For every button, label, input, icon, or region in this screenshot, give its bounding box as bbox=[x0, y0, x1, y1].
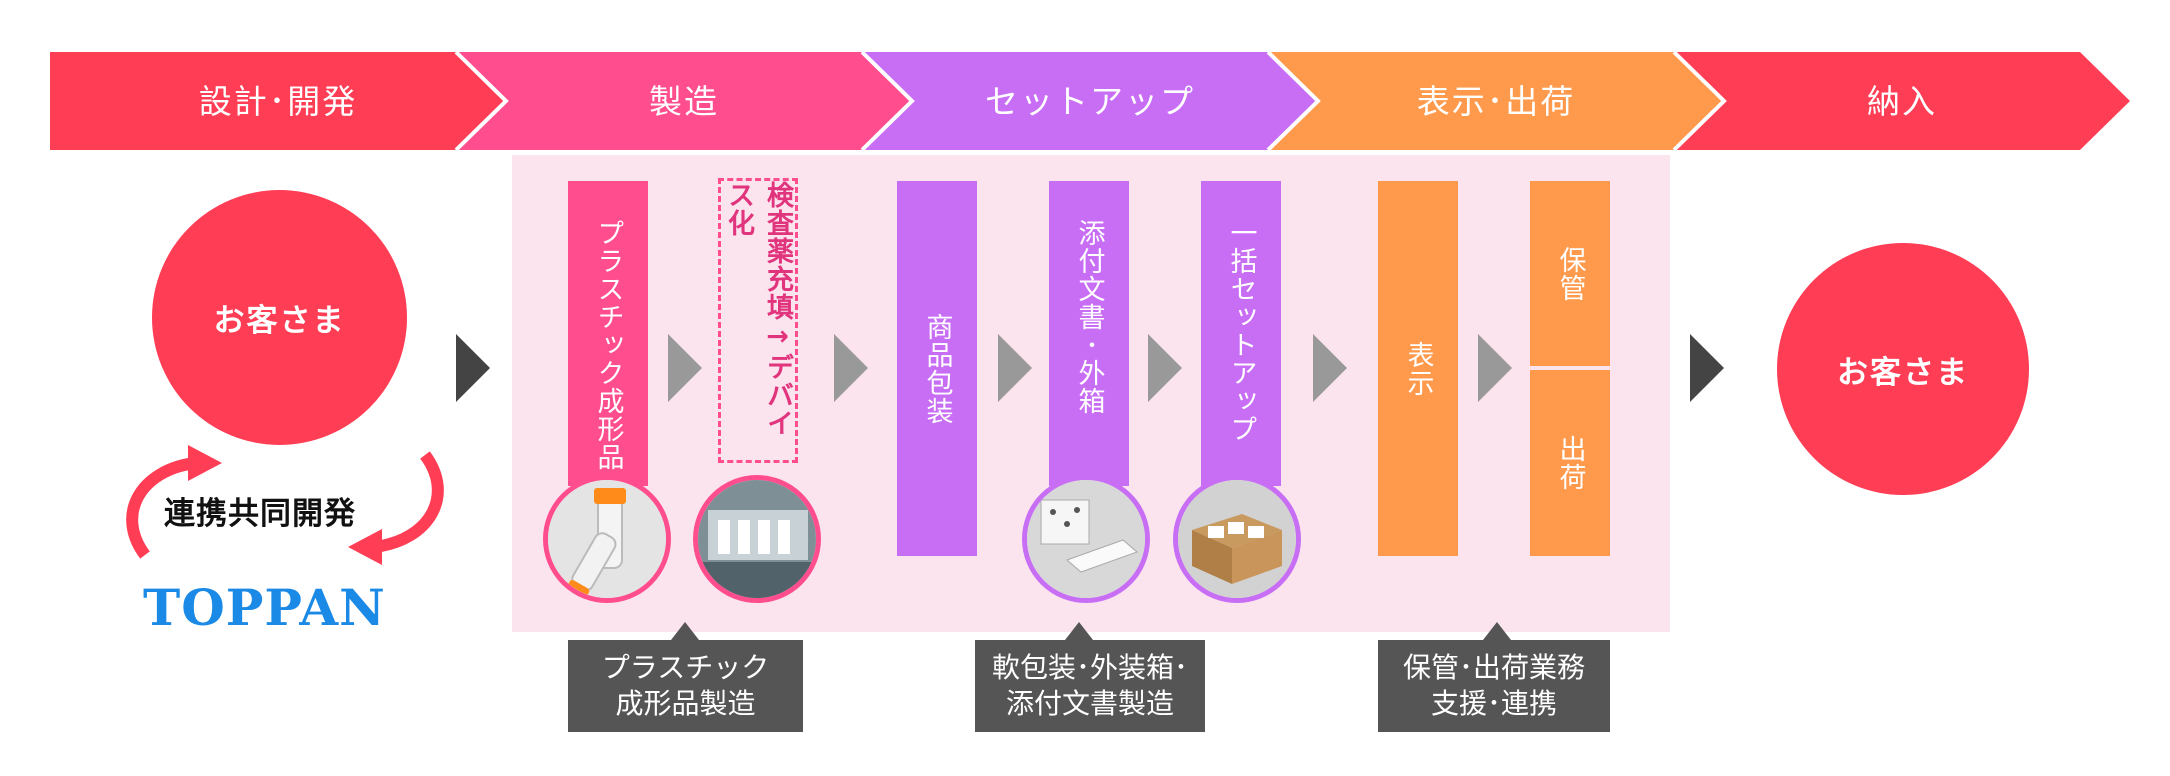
bar-documents-outer-box: 添付文書･外箱 bbox=[1049, 181, 1129, 486]
filling-machine-photo bbox=[693, 475, 821, 603]
circular-arrows-icon bbox=[126, 445, 444, 565]
callout-pointer bbox=[671, 622, 699, 640]
arrow-right-icon bbox=[1690, 334, 1724, 402]
callout-pointer bbox=[1483, 622, 1511, 640]
bar-shipping: 出荷 bbox=[1530, 370, 1610, 556]
callout-pointer bbox=[1065, 622, 1093, 640]
bar-reagent-filling: 検査薬充填→デバイス化 bbox=[718, 178, 798, 463]
package-photo bbox=[1022, 475, 1150, 603]
stage-chevron-design bbox=[50, 52, 506, 150]
stage-label-design: 設計･開発 bbox=[198, 82, 358, 121]
arrow-right-icon bbox=[998, 334, 1032, 402]
bar-product-packaging: 商品包装 bbox=[897, 181, 977, 556]
customer-circle-left: お客さま bbox=[152, 190, 407, 445]
arrow-right-icon bbox=[668, 334, 702, 402]
stage-chevron-manufacturing bbox=[456, 52, 912, 150]
callout-logistics-support: 保管･出荷業務 支援･連携 bbox=[1378, 640, 1610, 732]
cardboard-box-photo bbox=[1173, 475, 1301, 603]
bar-display: 表示 bbox=[1378, 181, 1458, 556]
stage-label-setup: セットアップ bbox=[985, 82, 1195, 121]
stage-chevron-display-ship bbox=[1268, 52, 1724, 150]
stage-chevron-setup bbox=[862, 52, 1318, 150]
bar-plastic-molding: プラスチック成形品 bbox=[568, 181, 648, 486]
stage-chevron-delivery bbox=[1674, 52, 2130, 150]
arrow-right-icon bbox=[1313, 334, 1347, 402]
test-tube-photo bbox=[543, 475, 671, 603]
bar-storage: 保管 bbox=[1530, 181, 1610, 366]
stage-label-delivery: 納入 bbox=[1867, 82, 1937, 121]
stage-chevron-band bbox=[50, 50, 2130, 152]
stage-label-display-ship: 表示･出荷 bbox=[1416, 82, 1576, 121]
toppan-logo: TOPPAN bbox=[143, 578, 386, 637]
bar-bulk-setup: 一括セットアップ bbox=[1201, 181, 1281, 486]
arrow-right-icon bbox=[1148, 334, 1182, 402]
callout-packaging-manufacturing: 軟包装･外装箱･ 添付文書製造 bbox=[975, 640, 1205, 732]
arrow-right-icon bbox=[834, 334, 868, 402]
callout-plastic-manufacturing: プラスチック 成形品製造 bbox=[568, 640, 803, 732]
customer-circle-right: お客さま bbox=[1777, 243, 2029, 495]
stage-label-manufacturing: 製造 bbox=[649, 82, 719, 121]
arrow-right-icon bbox=[456, 334, 490, 402]
partner-label: 連携共同開発 bbox=[164, 496, 356, 532]
arrow-right-icon bbox=[1478, 334, 1512, 402]
